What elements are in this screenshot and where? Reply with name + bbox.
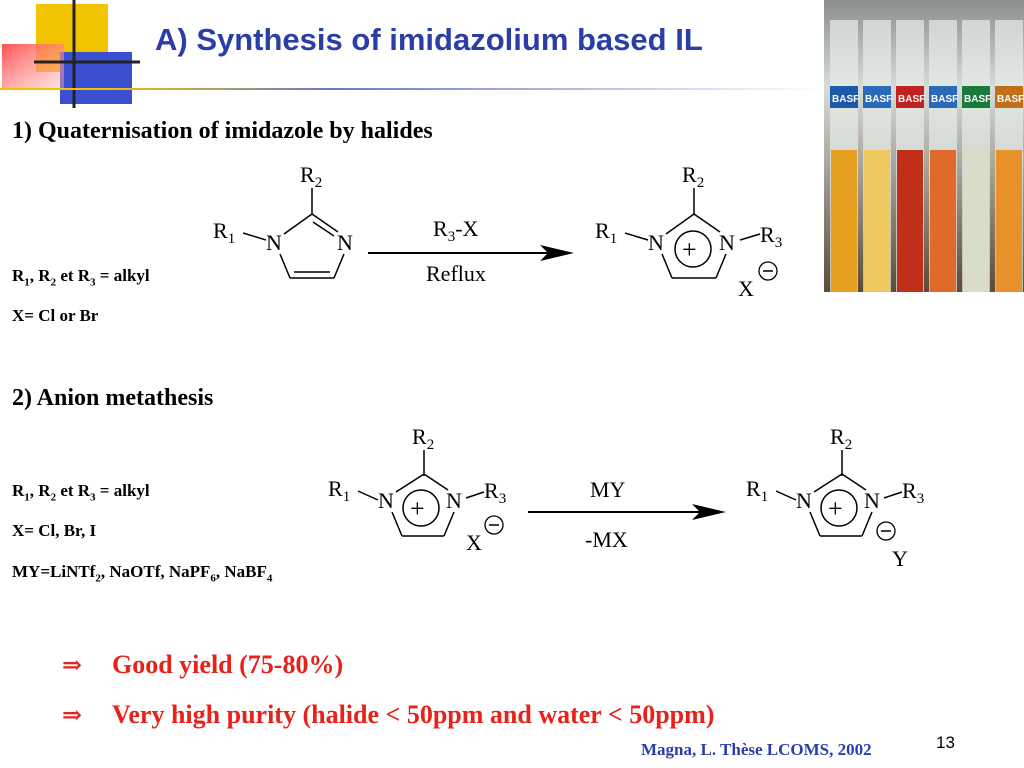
imidazolium-product-y: R2 R1 N N R3 + Y [746, 424, 924, 571]
vial-brand-text: BASF [964, 94, 991, 105]
quaternisation-scheme: R2 R1 N N R3-X Reflux R2 R1 N N R3 + X [213, 162, 782, 301]
section2-heading: 2) Anion metathesis [12, 385, 214, 411]
svg-text:N: N [378, 488, 394, 513]
n3-label: N [337, 230, 353, 255]
svg-text:N: N [864, 488, 880, 513]
vial-label [962, 86, 990, 108]
vial-liquid [930, 150, 956, 292]
decorative-squares [2, 0, 140, 108]
svg-text:R2: R2 [412, 424, 434, 453]
vial-label [896, 86, 924, 108]
vial-brand-text: BASF [865, 94, 892, 105]
r1-label: R1 [213, 218, 235, 247]
svg-text:N: N [648, 230, 664, 255]
r2-label: R2 [300, 162, 322, 191]
implies-arrow-icon: ⇒ [62, 703, 83, 729]
section1-alkyl-note: R1, R2 et R3 = alkyl [12, 266, 150, 289]
svg-text:R1: R1 [595, 218, 617, 247]
svg-text:R2: R2 [830, 424, 852, 453]
vial-liquid [864, 150, 890, 292]
vial-liquid [963, 150, 989, 292]
reflux-condition: Reflux [426, 261, 486, 286]
vial-brand-text: BASF [997, 94, 1024, 105]
svg-text:+: + [828, 494, 843, 523]
reagent-my: MY [590, 477, 626, 502]
imidazole-molecule: R2 R1 N N [213, 162, 353, 279]
section2-alkyl-note: R1, R2 et R3 = alkyl [12, 481, 150, 504]
mx-byproduct: -MX [585, 527, 628, 552]
svg-text:R3: R3 [484, 478, 506, 507]
bullet-text: Good yield (75-80%) [112, 650, 344, 679]
blue-square [60, 52, 132, 104]
svg-text:+: + [682, 235, 697, 264]
metathesis-scheme: R2 R1 N N R3 + X MY -MX R2 R1 N N R3 [328, 424, 924, 571]
vial-liquid [897, 150, 923, 292]
bullet-yield: ⇒ Good yield (75-80%) [62, 640, 714, 690]
n1-label: N [266, 230, 282, 255]
vial-label [863, 86, 891, 108]
imidazolium-halide: R2 R1 N N R3 + X [328, 424, 506, 555]
page-number: 13 [936, 733, 955, 752]
result-bullets: ⇒ Good yield (75-80%) ⇒ Very high purity… [62, 640, 714, 740]
svg-text:X: X [738, 276, 754, 301]
vial-brand-text: BASF [931, 94, 958, 105]
vial-brand-text: BASF [898, 94, 925, 105]
implies-arrow-icon: ⇒ [62, 653, 83, 679]
reagent-r3x: R3-X [433, 216, 479, 245]
imidazolium-product: R2 R1 N N R3 + X [595, 162, 782, 301]
section1-heading: 1) Quaternisation of imidazole by halide… [12, 118, 433, 144]
red-square [2, 44, 64, 88]
svg-text:N: N [446, 488, 462, 513]
bullet-text: Very high purity (halide < 50ppm and wat… [112, 700, 715, 729]
vial-liquid [996, 150, 1022, 292]
svg-text:R3: R3 [902, 478, 924, 507]
vial-brand-text: BASF [832, 94, 859, 105]
section2-salt-note: MY=LiNTf2, NaOTf, NaPF6, NaBF4 [12, 562, 273, 585]
section2-halide-note: X= Cl, Br, I [12, 521, 97, 540]
title-underline [0, 88, 825, 90]
page-title: A) Synthesis of imidazolium based IL [155, 22, 703, 57]
svg-text:R3: R3 [760, 222, 782, 251]
vial-liquid [831, 150, 857, 292]
ionic-liquid-vials-photo: BASF BASF BASF BASF BASF BASF [824, 0, 1024, 292]
vial-label [995, 86, 1023, 108]
svg-text:R1: R1 [328, 476, 350, 505]
svg-text:+: + [410, 494, 425, 523]
svg-text:Y: Y [892, 546, 908, 571]
vial-label [830, 86, 858, 108]
citation: Magna, L. Thèse LCOMS, 2002 [641, 740, 872, 759]
svg-text:N: N [796, 488, 812, 513]
svg-text:N: N [719, 230, 735, 255]
svg-text:X: X [466, 530, 482, 555]
bullet-purity: ⇒ Very high purity (halide < 50ppm and w… [62, 690, 714, 740]
svg-text:R2: R2 [682, 162, 704, 191]
section1-halide-note: X= Cl or Br [12, 306, 99, 325]
svg-text:R1: R1 [746, 476, 768, 505]
vial-label [929, 86, 957, 108]
